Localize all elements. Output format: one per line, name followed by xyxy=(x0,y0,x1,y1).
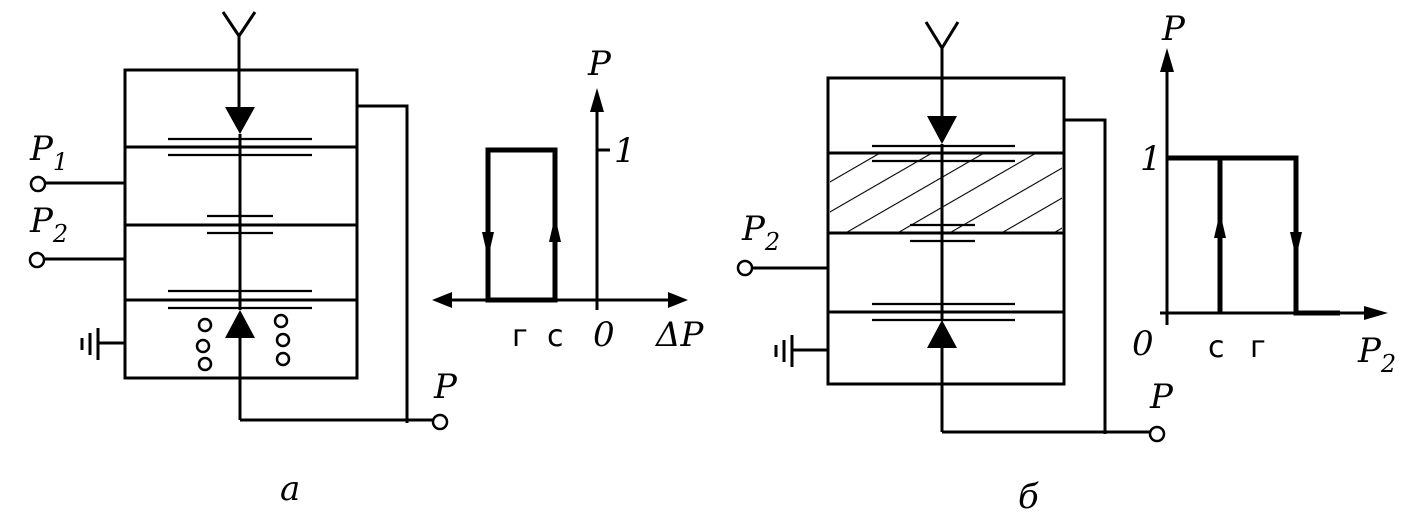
output-port-a xyxy=(431,413,449,431)
chart-b-y-label: P xyxy=(1161,9,1186,49)
chart-a-y-label: P xyxy=(587,44,612,84)
chart-a-origin: 0 xyxy=(593,315,615,355)
nozzle-a xyxy=(225,310,255,338)
caption-a: а xyxy=(280,469,300,509)
chart-b-mark-c: с xyxy=(1208,330,1225,365)
nozzle-b xyxy=(927,320,957,348)
chart-a-y-tick: 1 xyxy=(614,131,636,171)
chart-b-x-label: P2 xyxy=(1357,331,1396,378)
chart-b-y-tick: 1 xyxy=(1140,139,1162,179)
chart-a-mark-g: г xyxy=(512,319,528,354)
chart-a-mark-c: с xyxy=(547,319,564,354)
hysteresis-chart-a: P 1 г с 0 ΔP xyxy=(432,44,705,355)
output-label-b: P xyxy=(1149,377,1174,417)
output-port-b xyxy=(1148,425,1166,443)
input-port-p2-b xyxy=(736,259,754,277)
diagram-b: P P2 P 1 0 с г P2 б xyxy=(736,9,1396,517)
chart-b-mark-g: г xyxy=(1250,330,1266,365)
balls-a xyxy=(195,313,291,372)
supply-symbol-a xyxy=(221,11,257,134)
hatched-chamber xyxy=(830,153,1062,233)
input-label-p2-a: P2 xyxy=(29,201,68,248)
input-port-p1 xyxy=(29,175,47,193)
chart-a-x-label: ΔP xyxy=(654,315,705,355)
ground-symbol-b xyxy=(774,335,828,367)
caption-b: б xyxy=(1018,477,1039,517)
output-label-a: P xyxy=(433,367,458,407)
input-label-p1: P1 xyxy=(29,129,68,176)
input-port-p2-a xyxy=(28,251,46,269)
hysteresis-chart-b: P 1 0 с г P2 xyxy=(1132,9,1396,378)
relay-element-a xyxy=(123,68,359,420)
chart-b-origin: 0 xyxy=(1132,324,1154,364)
relay-element-b xyxy=(826,76,1066,432)
ground-symbol-a xyxy=(80,328,125,360)
diagram-a: P P1 P2 P 1 г с 0 xyxy=(28,11,705,509)
supply-symbol-b xyxy=(924,21,960,144)
input-label-p2-b: P2 xyxy=(741,209,780,256)
